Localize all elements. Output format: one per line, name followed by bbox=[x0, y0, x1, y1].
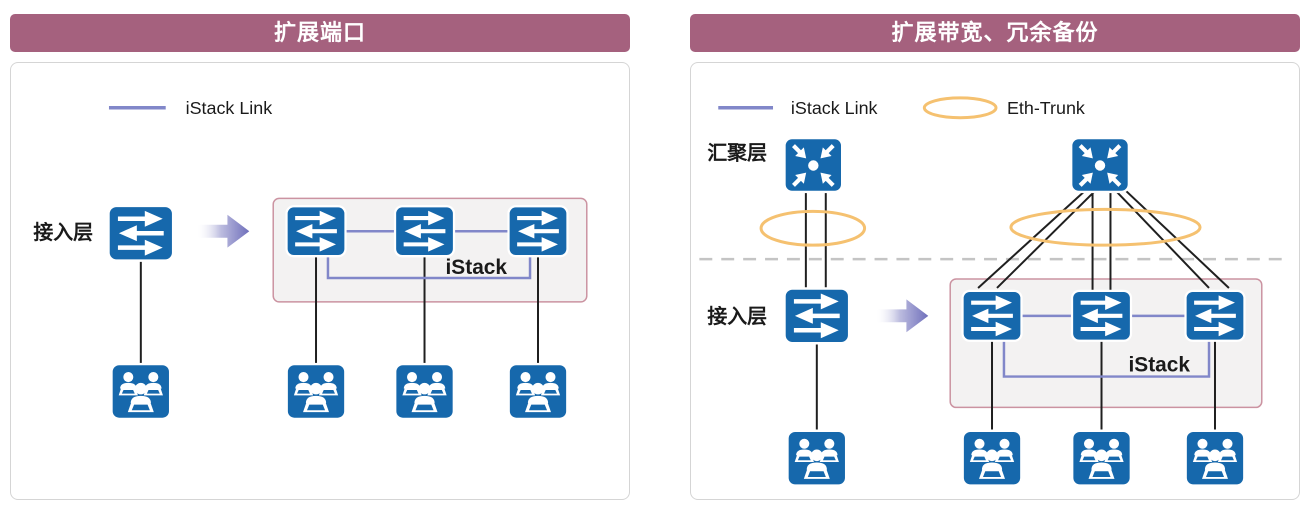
istack-label: iStack bbox=[446, 256, 508, 279]
user-group-icon bbox=[961, 429, 1023, 487]
user-group-icon bbox=[110, 362, 172, 421]
access-switch-icon bbox=[107, 204, 175, 262]
legend-istack-link-label: iStack Link bbox=[791, 98, 878, 118]
legend-istack-link-label: iStack Link bbox=[186, 98, 273, 118]
legend-eth-trunk-label: Eth-Trunk bbox=[1007, 98, 1085, 118]
access-layer-label: 接入层 bbox=[707, 305, 767, 328]
eth-trunk-ellipse-icon bbox=[1009, 207, 1202, 247]
access-layer-label: 接入层 bbox=[33, 221, 93, 244]
istack-link-connections bbox=[1002, 314, 1211, 378]
istack-link-connections bbox=[326, 229, 532, 280]
access-switch-icon bbox=[783, 287, 851, 345]
user-group-icon bbox=[786, 429, 848, 487]
right-block-arrow-icon bbox=[876, 299, 929, 333]
user-group-icon bbox=[1184, 429, 1246, 487]
istack-label: iStack bbox=[1128, 354, 1190, 377]
user-group-icon bbox=[285, 362, 347, 421]
client-connection-lines bbox=[139, 256, 539, 365]
stack-switch-icon bbox=[1070, 289, 1133, 342]
aggregation-switch-icon bbox=[1069, 136, 1131, 194]
right-diagram-canvas: iStack Link Eth-Trunk bbox=[699, 96, 1291, 487]
left-panel-diagram: iStack Link 接入层 iStack bbox=[10, 62, 630, 500]
left-panel-title: 扩展端口 bbox=[10, 14, 630, 52]
stack-switch-icon bbox=[285, 205, 347, 258]
aggregation-switch-icon bbox=[783, 136, 844, 194]
eth-trunk-ellipse-icon bbox=[759, 209, 867, 247]
user-group-icon bbox=[1070, 429, 1133, 487]
right-block-arrow-icon bbox=[197, 214, 250, 248]
right-panel-title: 扩展带宽、冗余备份 bbox=[690, 14, 1300, 52]
aggregation-layer-label: 汇聚层 bbox=[707, 142, 767, 165]
uplink-and-client-lines bbox=[804, 188, 1230, 432]
right-panel-diagram: iStack Link Eth-Trunk bbox=[690, 62, 1300, 500]
left-diagram-canvas: iStack Link 接入层 iStack bbox=[33, 98, 588, 421]
stack-switch-icon bbox=[961, 289, 1023, 342]
user-group-icon bbox=[393, 362, 456, 421]
stack-switch-icon bbox=[393, 205, 456, 258]
stack-switch-icon bbox=[1184, 289, 1246, 342]
stack-switch-icon bbox=[507, 205, 569, 258]
user-group-icon bbox=[507, 362, 569, 421]
eth-trunk-ellipse-icon bbox=[922, 96, 998, 120]
